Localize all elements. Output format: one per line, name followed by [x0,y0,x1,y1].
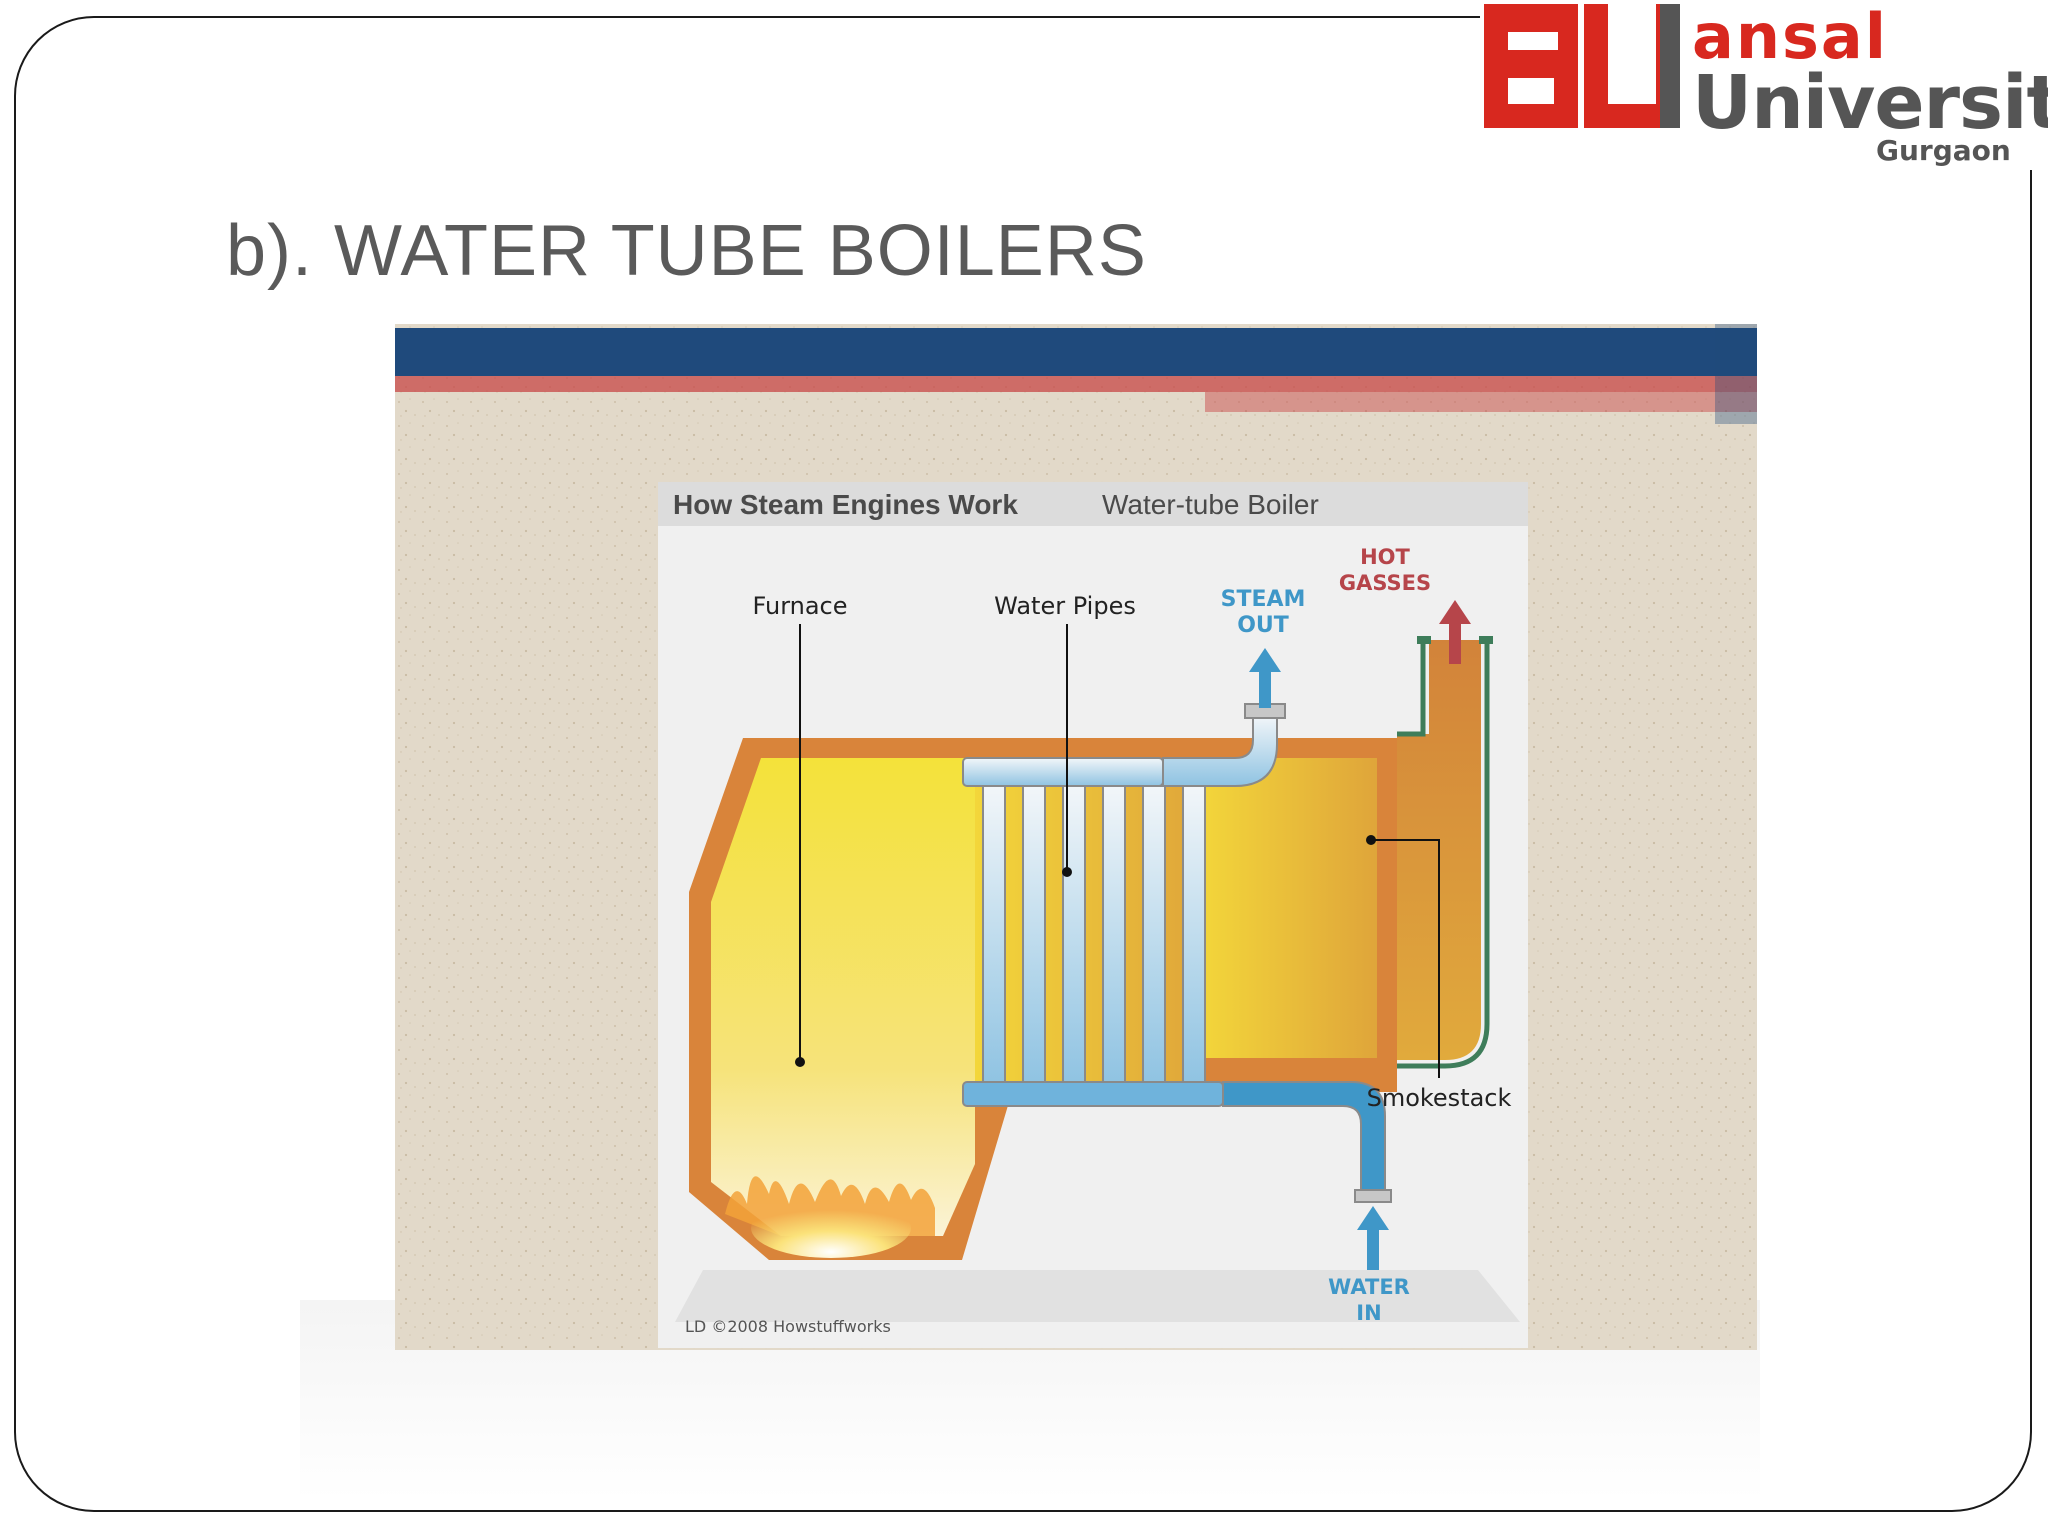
water-tube-boiler-figure: How Steam Engines Work Water-tube Boiler… [395,324,1757,1350]
steam-outlet-pipe [1162,715,1278,787]
rear-chamber [1201,758,1377,1058]
label-smokestack: Smokestack [1367,1084,1512,1112]
mud-drum [962,1081,1224,1107]
logo-text-university: University [1692,60,2048,146]
furnace-chamber [711,758,975,1236]
banner-red-step [1205,392,1757,412]
logo-text-ansal: ansal [1692,0,1888,73]
steam-out-arrow [1249,648,1281,708]
label-water-pipes: Water Pipes [994,592,1136,620]
ground-slab [675,1270,1520,1322]
smokestack-leader [1371,839,1440,1078]
university-logo-mark [1484,4,1680,128]
label-out: OUT [1237,613,1289,638]
credit-text: LD ©2008 Howstuffworks [685,1317,891,1336]
banner-fade [1715,324,1757,424]
banner-red-stripe [395,376,1757,392]
label-in: IN [1356,1301,1381,1325]
label-hot: HOT [1360,545,1410,569]
label-steam: STEAM [1221,587,1306,612]
hot-gasses-arrow [1439,600,1471,664]
logo-text-gurgaon: Gurgaon [1876,134,2011,167]
water-pipe [1102,785,1126,1085]
smokestack-outline [1397,640,1490,1069]
tube-chamber [975,758,1201,1088]
label-furnace: Furnace [752,592,847,620]
water-pipe [1022,785,1046,1085]
label-gasses: GASSES [1339,571,1431,595]
water-pipe [1142,785,1166,1085]
slide-title: b). WATER TUBE BOILERS [226,211,1147,291]
water-pipe [1182,785,1206,1085]
water-in-arrow [1357,1206,1389,1270]
steam-drum [962,757,1164,787]
water-flange [1354,1189,1392,1203]
slide-frame [14,16,2032,1512]
banner-blue-stripe [395,328,1757,376]
diagram-header-bar [658,482,1528,526]
header-title-bold: How Steam Engines Work [673,489,1018,520]
fire-glow [751,1198,911,1258]
water-pipe [982,785,1006,1085]
label-water: WATER [1328,1275,1410,1299]
header-title-light: Water-tube Boiler [1102,489,1319,520]
